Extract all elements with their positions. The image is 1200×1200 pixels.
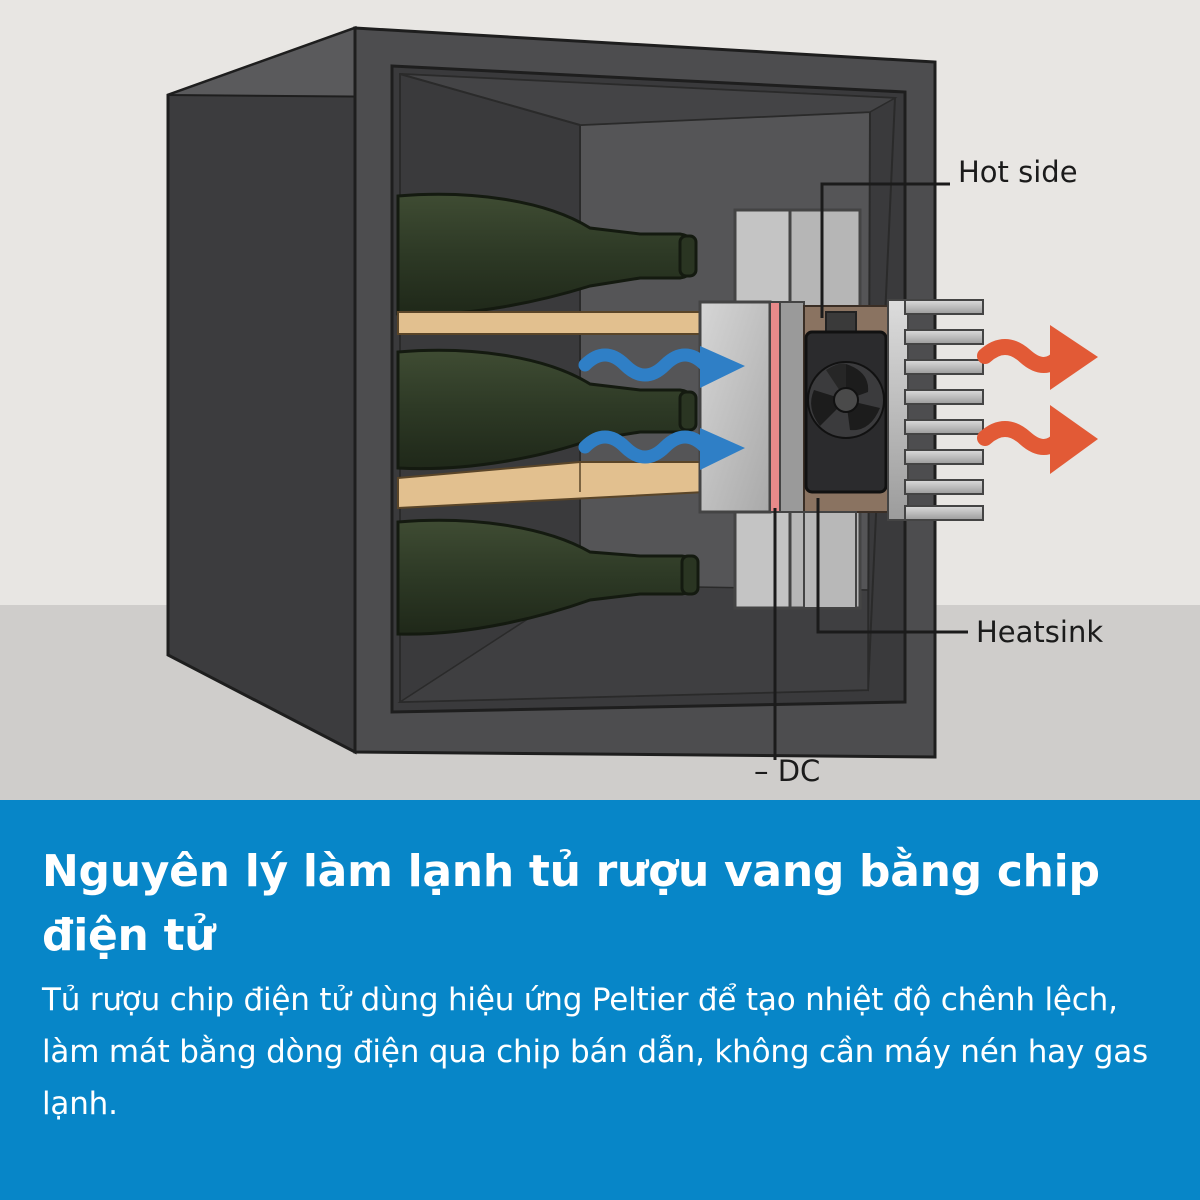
caption-panel: Nguyên lý làm lạnh tủ rượu vang bằng chi…: [0, 800, 1200, 1200]
wine-bottle: [396, 518, 700, 636]
cold-air-arrow: [578, 428, 745, 470]
caption-title: Nguyên lý làm lạnh tủ rượu vang bằng chi…: [42, 846, 1100, 961]
hot-side-label: Hot side: [958, 155, 1078, 189]
wine-cooler-illustration: [0, 25, 1200, 800]
heatsink-label: Heatsink: [976, 615, 1104, 649]
dc-label: – DC: [754, 754, 821, 788]
cooling-fan: [804, 330, 888, 494]
cabinet-floor: [397, 584, 869, 703]
hot-side-plate: [779, 301, 805, 513]
cold-air-arrow: [578, 346, 745, 388]
hot-side-leader-line: [820, 182, 950, 318]
caption-body: Tủ rượu chip điện tử dùng hiệu ứng Pelti…: [42, 982, 1148, 1122]
heatsink-fins: [887, 299, 984, 521]
cold-side-plate: [698, 300, 772, 514]
wooden-shelf: [397, 311, 706, 335]
heatsink-leader-line: [816, 498, 968, 634]
peltier-chip: [769, 301, 781, 513]
peltier-module: [698, 208, 984, 610]
wine-bottle: [396, 348, 698, 471]
hot-air-arrow: [977, 405, 1098, 474]
wine-bottle: [396, 192, 698, 317]
hot-air-arrow: [977, 325, 1098, 390]
cabinet-left-side: [166, 25, 357, 755]
